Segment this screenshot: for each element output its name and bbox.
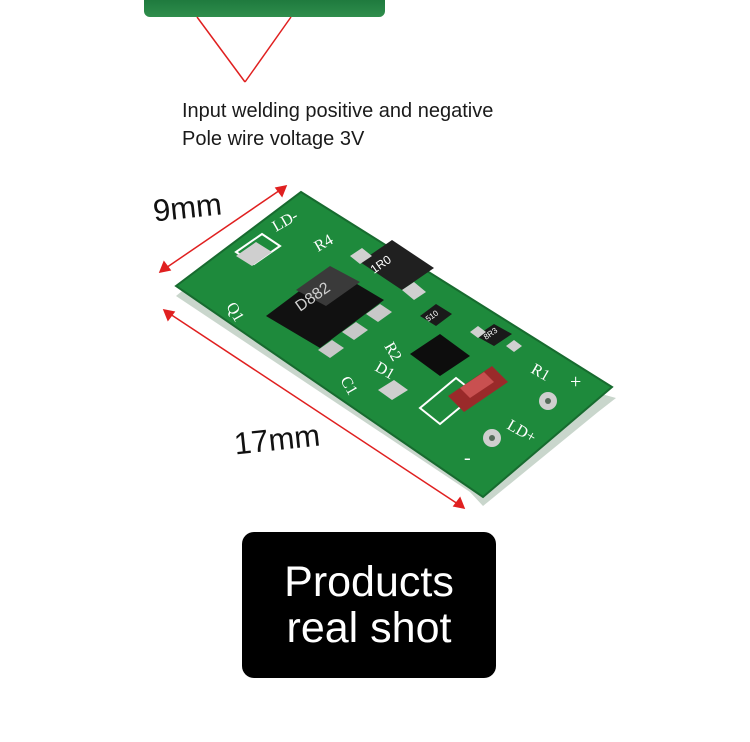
pcb-body bbox=[176, 192, 612, 497]
caption-line-1: Input welding positive and negative bbox=[182, 100, 494, 122]
products-banner: Products real shot bbox=[242, 532, 496, 678]
resistor-510 bbox=[420, 304, 452, 326]
transistor-q1 bbox=[266, 268, 384, 348]
capacitor-c1 bbox=[378, 380, 408, 400]
caption: Input welding positive and negative Pole… bbox=[182, 97, 602, 153]
resistor-r1 bbox=[476, 324, 512, 346]
ld-minus-pad bbox=[236, 242, 272, 266]
transistor-legs bbox=[296, 266, 392, 358]
diode-d1 bbox=[410, 334, 470, 376]
resistor-r4 bbox=[360, 240, 434, 290]
width-label: 9mm bbox=[151, 186, 224, 229]
glass-diode bbox=[448, 366, 508, 412]
width-arrow bbox=[158, 184, 288, 274]
length-arrow bbox=[162, 308, 466, 510]
top-pcb-edge bbox=[144, 0, 385, 17]
label-minus: - bbox=[464, 447, 471, 469]
caption-line-2: Pole wire voltage 3V bbox=[182, 128, 365, 150]
banner-line-1: Products bbox=[284, 558, 454, 606]
callout-lines bbox=[196, 16, 292, 83]
label-plus: + bbox=[570, 371, 581, 393]
banner-line-2: real shot bbox=[286, 604, 452, 652]
